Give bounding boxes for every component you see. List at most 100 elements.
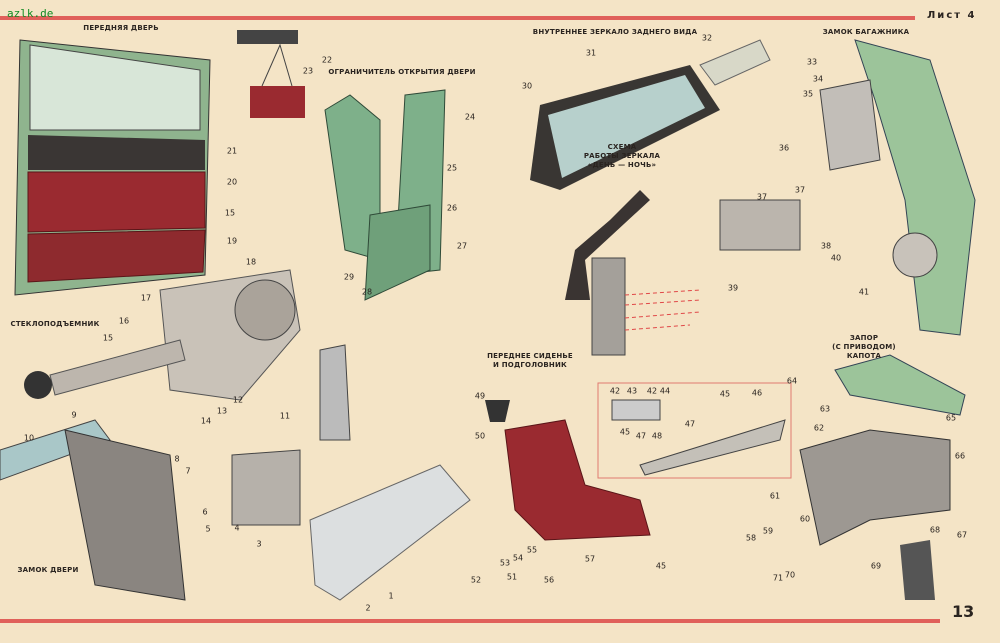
callout-number: 5: [205, 524, 211, 534]
callout-number: 36: [778, 143, 790, 153]
callout-number: 42: [609, 386, 621, 396]
callout-number: 10: [23, 433, 35, 443]
callout-number: 60: [799, 514, 811, 524]
callout-number: 17: [140, 293, 152, 303]
line: РАБОТЫ ЗЕРКАЛА: [583, 152, 661, 160]
callout-number: 40: [830, 253, 842, 263]
trunk-lock-drawing: [719, 39, 976, 336]
callout-number: 71: [772, 573, 784, 583]
caption-door-limiter: ОГРАНИЧИТЕЛЬ ОТКРЫТИЯ ДВЕРИ: [328, 68, 476, 76]
slide-drawing: [611, 399, 786, 476]
callout-number: 15: [102, 333, 114, 343]
caption-front-door: ПЕРЕДНЯЯ ДВЕРЬ: [83, 24, 159, 32]
bottom-rule: [0, 619, 940, 623]
caption-door-lock: ЗАМОК ДВЕРИ: [17, 566, 79, 574]
callout-number: 16: [118, 316, 130, 326]
front-door-drawing: [14, 39, 211, 296]
callout-number: 58: [745, 533, 757, 543]
callout-number: 63: [819, 404, 831, 414]
line: КАПОТА: [846, 352, 882, 360]
callout-number: 41: [858, 287, 870, 297]
line: «ДЕНЬ — НОЧЬ»: [587, 161, 657, 169]
callout-number: 25: [446, 163, 458, 173]
mirror-drawing: [530, 39, 771, 356]
callout-number: 43: [626, 386, 638, 396]
callout-number: 54: [512, 553, 524, 563]
callout-number: 32: [701, 33, 713, 43]
callout-number: 15: [224, 208, 236, 218]
callout-number: 47: [635, 431, 647, 441]
callout-number: 62: [813, 423, 825, 433]
handle-drawing: [309, 464, 471, 601]
callout-number: 67: [956, 530, 968, 540]
callout-number: 42: [646, 386, 658, 396]
caption-window-lifter: СТЕКЛОПОДЪЕМНИК: [10, 320, 100, 328]
sheet-label: Лист 4: [927, 10, 977, 21]
callout-number: 45: [619, 427, 631, 437]
callout-number: 70: [784, 570, 796, 580]
caption-trunk-lock: ЗАМОК БАГАЖНИКА: [822, 28, 910, 36]
line: И ПОДГОЛОВНИК: [493, 361, 567, 369]
line: СХЕМА: [607, 143, 637, 151]
callout-number: 37: [794, 185, 806, 195]
callout-number: 45: [719, 389, 731, 399]
callout-number: 45: [655, 561, 667, 571]
callout-number: 29: [343, 272, 355, 282]
callout-number: 24: [464, 112, 476, 122]
callout-number: 6: [202, 507, 208, 517]
callout-number: 68: [929, 525, 941, 535]
window-lifter-drawing: [24, 269, 351, 441]
caption-mirror: ВНУТРЕННЕЕ ЗЕРКАЛО ЗАДНЕГО ВИДА: [532, 28, 698, 36]
callout-number: 35: [802, 89, 814, 99]
callout-number: 47: [684, 419, 696, 429]
slide-detail-frame: [597, 382, 792, 479]
callout-number: 34: [812, 74, 824, 84]
callout-number: 37: [756, 192, 768, 202]
top-rule: [0, 16, 915, 20]
line: ЗАПОР: [849, 334, 879, 342]
callout-number: 59: [762, 526, 774, 536]
callout-number: 3: [256, 539, 262, 549]
line: ПЕРЕДНЕЕ СИДЕНЬЕ: [487, 352, 573, 360]
bag-drawing: [237, 30, 305, 118]
callout-number: 55: [526, 545, 538, 555]
callout-number: 4: [234, 523, 240, 533]
callout-number: 28: [361, 287, 373, 297]
caption-hood-latch: ЗАПОР(С ПРИВОДОМ)КАПОТА: [832, 334, 896, 361]
callout-number: 39: [727, 283, 739, 293]
callout-number: 30: [521, 81, 533, 91]
callout-number: 21: [226, 146, 238, 156]
page-number: 13: [952, 602, 975, 621]
watermark: azlk.de: [7, 7, 54, 20]
callout-number: 69: [870, 561, 882, 571]
hood-latch-drawing: [799, 354, 966, 600]
callout-number: 64: [786, 376, 798, 386]
callout-number: 44: [659, 386, 671, 396]
door-limiter-drawing: [324, 89, 446, 301]
callout-number: 48: [651, 431, 663, 441]
callout-number: 50: [474, 431, 486, 441]
callout-number: 18: [245, 257, 257, 267]
callout-number: 53: [499, 558, 511, 568]
line: (С ПРИВОДОМ): [832, 343, 896, 351]
mirror-scheme-arrows: [624, 289, 701, 331]
callout-number: 66: [954, 451, 966, 461]
callout-number: 7: [185, 466, 191, 476]
callout-number: 56: [543, 575, 555, 585]
callout-number: 46: [751, 388, 763, 398]
callout-number: 51: [506, 572, 518, 582]
callout-number: 12: [232, 395, 244, 405]
callout-number: 8: [174, 454, 180, 464]
seat-drawing: [485, 400, 651, 541]
callout-number: 11: [279, 411, 291, 421]
callout-number: 14: [200, 416, 212, 426]
door-lock-drawing: [0, 419, 301, 601]
callout-number: 26: [446, 203, 458, 213]
callout-number: 61: [769, 491, 781, 501]
callout-number: 49: [474, 391, 486, 401]
callout-number: 57: [584, 554, 596, 564]
callout-number: 22: [321, 55, 333, 65]
